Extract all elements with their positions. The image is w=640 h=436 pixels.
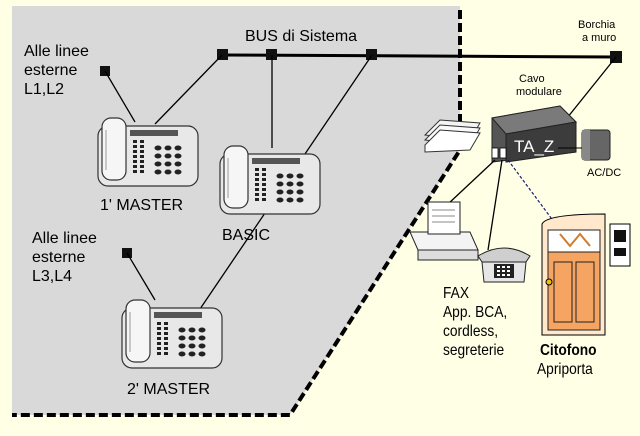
fax-label-line4: segreterie [443, 342, 505, 359]
intercom-door-icon [541, 213, 606, 336]
bus-node-3 [366, 49, 377, 60]
taz-to-phone-line [487, 159, 503, 251]
system-bus-line [221, 53, 617, 59]
ta-z-label: TA_Z [514, 137, 555, 156]
lines-l1-l2-wire [104, 70, 136, 123]
lines-l3-l4-wire [126, 252, 156, 301]
lines-l1-l2-label-line3: L1,L2 [24, 81, 65, 98]
master1-phone-icon [97, 117, 199, 187]
bus-node-1 [217, 49, 228, 60]
fax-label-line1: FAX [443, 285, 470, 302]
lines-l3-l4-label-line3: L3,L4 [32, 268, 73, 285]
ac-dc-adapter-icon [581, 129, 611, 161]
master2-phone-icon [121, 299, 223, 369]
master2-label: 2' MASTER [127, 381, 211, 398]
ac-dc-label: AC/DC [587, 167, 622, 179]
fax-label-line3: cordless, [443, 323, 499, 340]
ta-z-device-icon [491, 105, 578, 163]
intercom-panel-icon [609, 223, 631, 267]
dashed-border [12, 10, 462, 417]
basic-phone-icon [219, 145, 321, 215]
lines-l1-l2-label-line2: esterne [24, 62, 78, 79]
bus-node-2 [266, 49, 277, 60]
desk-phone-icon [477, 247, 531, 283]
wall-socket-label-line1: Borchia [578, 19, 616, 31]
basic-label: BASIC [222, 227, 271, 244]
master1-label: 1' MASTER [100, 197, 184, 214]
cable-label-line1: Cavo [519, 73, 545, 85]
bus-to-master1-line [154, 54, 223, 125]
stack-device-icon [423, 119, 481, 153]
fax-icon [409, 201, 479, 261]
door-opener-label: Apriporta [537, 361, 593, 378]
lines-l3-l4-label-line2: esterne [32, 249, 86, 266]
lines-l1-l2-label-line1: Alle linee [24, 43, 89, 60]
intercom-label: Citofono [540, 342, 597, 359]
lines-l3-l4-label-line1: Alle linee [32, 230, 97, 247]
taz-to-fax-line [447, 159, 496, 205]
cable-label-line2: modulare [516, 86, 562, 98]
fax-label-line2: App. BCA, [443, 304, 508, 321]
wall-socket-label-line2: a muro [582, 32, 617, 44]
bus-label: BUS di Sistema [245, 28, 358, 45]
